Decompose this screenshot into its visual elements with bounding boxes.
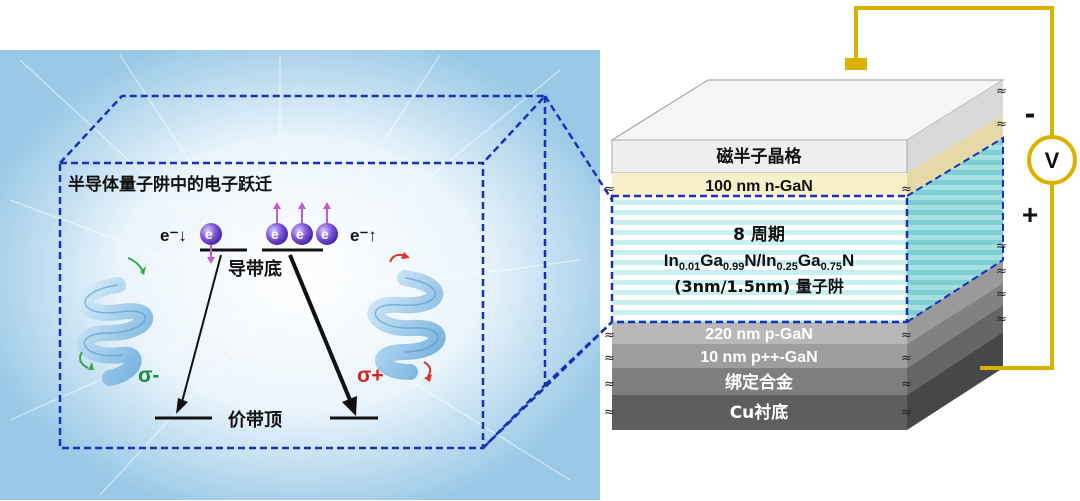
break-mark: ≈ xyxy=(901,405,912,420)
side-p-plus-gan xyxy=(907,283,1003,368)
spin-up-label: e⁻↑ xyxy=(350,226,377,245)
device-stack: 磁半子晶格 100 nm n-GaN 8 周期 In0.01Ga0.99N/In… xyxy=(604,79,1007,430)
layer-n-gan xyxy=(612,173,907,196)
break-mark: ≈ xyxy=(604,405,615,420)
label-qw-composition: In0.01Ga0.99N/In0.25Ga0.75N xyxy=(664,251,855,273)
electron-symbol: e xyxy=(271,226,279,242)
left-panel: 半导体量子阱中的电子跃迁 导带底 价带顶 e⁻↓ e xyxy=(0,50,600,500)
wire-top xyxy=(854,6,1054,135)
break-mark: ≈ xyxy=(604,351,615,366)
break-mark: ≈ xyxy=(604,328,615,343)
label-qw-periods: 8 周期 xyxy=(733,225,785,245)
comp-a-sub: 0.01 xyxy=(679,261,700,273)
spin-down-label: e⁻↓ xyxy=(160,226,187,245)
panel-title: 半导体量子阱中的电子跃迁 xyxy=(68,174,272,195)
conduction-band-label: 导带底 xyxy=(228,258,282,280)
layer-p-plus-gan xyxy=(612,344,907,368)
zoom-connector-lines xyxy=(482,95,614,449)
label-p-plus-gan: 10 nm p++-GaN xyxy=(700,349,817,366)
comp-c-sub: 0.25 xyxy=(776,261,797,273)
minus-terminal: - xyxy=(1025,95,1036,131)
comp-d: Ga xyxy=(798,251,821,270)
helix-right-icon xyxy=(367,252,446,382)
electron-symbol: e xyxy=(205,226,213,242)
side-n-gan xyxy=(907,115,1003,196)
break-mark: ≈ xyxy=(996,287,1007,302)
break-mark: ≈ xyxy=(901,377,912,392)
top-contact-pad xyxy=(845,58,867,70)
spin-up-electron: e xyxy=(316,202,338,245)
transition-arrow-right xyxy=(288,254,357,416)
sigma-plus-label: σ+ xyxy=(357,364,384,387)
voltmeter-symbol: V xyxy=(1045,148,1060,173)
comp-b: Ga xyxy=(700,251,723,270)
break-mark: ≈ xyxy=(996,84,1007,99)
side-p-gan xyxy=(907,260,1003,344)
layer-quantum-well xyxy=(612,196,907,322)
label-p-gan: 220 nm p-GaN xyxy=(705,326,813,343)
break-mark: ≈ xyxy=(604,377,615,392)
quantum-well-outline xyxy=(610,194,909,324)
break-marks: ≈ ≈ ≈ ≈ ≈ ≈ ≈ ≈ ≈ ≈ ≈ ≈ ≈ ≈ ≈ ≈ xyxy=(604,84,1007,420)
side-magnetic xyxy=(907,80,1003,173)
break-mark: ≈ xyxy=(901,351,912,366)
label-qw-thickness: (3nm/1.5nm) 量子阱 xyxy=(674,277,844,296)
break-mark: ≈ xyxy=(901,328,912,343)
spin-down-electron: e xyxy=(200,223,222,264)
spin-up-electrons: e e e xyxy=(266,202,338,245)
comp-b-sub: 0.99 xyxy=(723,261,744,273)
label-cu-substrate: Cu衬底 xyxy=(730,402,789,423)
electron-symbol: e xyxy=(296,226,304,242)
layer-p-gan xyxy=(612,322,907,344)
circuit: V - + xyxy=(845,6,1077,370)
side-quantum-well xyxy=(907,138,1003,322)
label-bonding-alloy: 绑定合金 xyxy=(725,372,794,393)
break-mark: ≈ xyxy=(996,312,1007,327)
break-mark: ≈ xyxy=(996,264,1007,279)
sigma-minus-label: σ- xyxy=(138,364,159,387)
layer-bonding-alloy xyxy=(612,368,907,395)
layer-cu-substrate xyxy=(612,395,907,430)
spin-up-electron: e xyxy=(291,202,313,245)
helix-left-icon xyxy=(76,257,154,386)
spin-up-electron: e xyxy=(266,202,288,245)
plus-terminal: + xyxy=(1022,199,1038,230)
side-bonding-alloy xyxy=(907,305,1003,395)
transition-arrow-left xyxy=(176,254,222,414)
valence-band-label: 价带顶 xyxy=(228,410,282,431)
comp-d-sub: 0.75 xyxy=(821,261,842,273)
break-mark: ≈ xyxy=(604,182,615,197)
comp-e: N xyxy=(842,251,854,270)
break-mark: ≈ xyxy=(996,117,1007,132)
break-mark: ≈ xyxy=(996,239,1007,254)
label-n-gan: 100 nm n-GaN xyxy=(705,178,813,195)
break-mark: ≈ xyxy=(901,182,912,197)
comp-a: In xyxy=(664,251,679,270)
glow-rays xyxy=(9,54,581,496)
side-cu-substrate xyxy=(907,332,1003,430)
electron-symbol: e xyxy=(321,226,329,242)
quantum-well-side-outline xyxy=(906,136,1004,323)
label-magnetic-lattice: 磁半子晶格 xyxy=(717,146,803,167)
wire-bottom xyxy=(980,185,1054,370)
layer-magnetic-lattice xyxy=(611,139,908,174)
comp-c: N/In xyxy=(744,251,776,270)
voltmeter-icon xyxy=(1027,135,1077,185)
